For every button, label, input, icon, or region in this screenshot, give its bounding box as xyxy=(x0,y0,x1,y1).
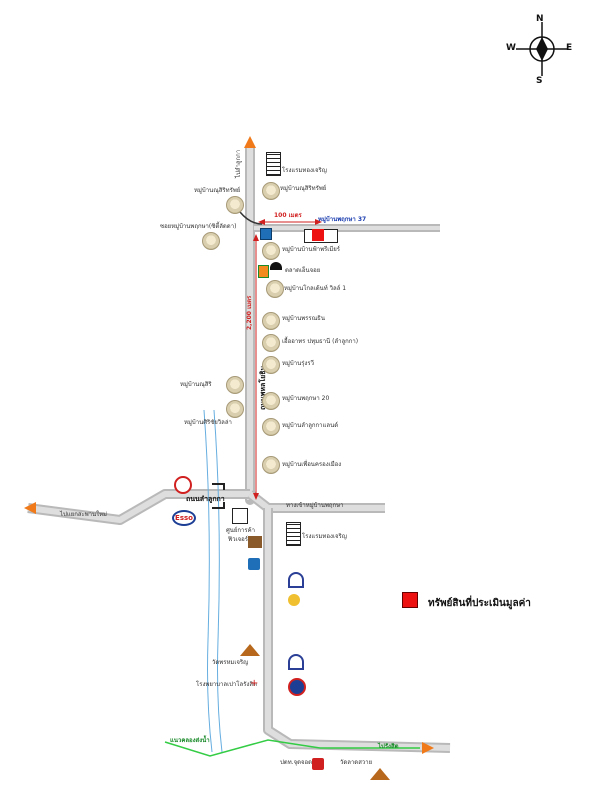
label-village-5: หมู่บ้านพรรณธิน xyxy=(282,315,325,322)
hotel-top-icon xyxy=(266,152,281,176)
krungsri-logo-icon xyxy=(288,594,300,606)
bank-icon xyxy=(248,558,260,570)
hospital-cross-icon: + xyxy=(250,678,259,689)
label-village-9: หมู่บ้านพฤกษา 20 xyxy=(282,395,330,402)
label-gas-station: ปตท.จุดจอด xyxy=(280,759,312,766)
hotel-right-icon xyxy=(286,522,301,546)
label-soi-left: ซอยหมู่บ้านพฤกษา(ซิตี้ลัดดา) xyxy=(160,223,237,230)
property-marker xyxy=(312,229,324,241)
label-side-village: หมู่บ้านพฤกษา 37 xyxy=(318,216,367,223)
bank-icon xyxy=(260,228,272,240)
label-village-6: เอื้ออาทร ปทุมธานี (ลำลูกกา) xyxy=(282,338,359,345)
village-icon xyxy=(202,232,220,250)
label-right-road: ทางเข้าหมู่บ้านพฤกษา xyxy=(286,502,344,509)
ptt-logo-icon xyxy=(174,476,192,494)
label-mall: ศูนย์การค้า xyxy=(226,527,256,534)
mall-icon xyxy=(248,536,262,548)
village-icon xyxy=(262,418,280,436)
building-square-icon xyxy=(232,508,248,524)
label-left-road: ไปแยกสะพานใหม่ xyxy=(60,511,107,518)
label-temple2: วัดลาดสวาย xyxy=(340,759,373,766)
blue-canal xyxy=(203,409,213,753)
ptt-logo-icon xyxy=(288,678,306,696)
label-to-top: ไปลำลูกกา xyxy=(235,149,242,178)
village-icon xyxy=(226,400,244,418)
village-icon xyxy=(262,392,280,410)
village-icon xyxy=(262,242,280,260)
distance-main: 2,200 เมตร xyxy=(246,295,253,330)
village-icon xyxy=(262,334,280,352)
label-village-7: หมู่บ้านรุ่งรวี xyxy=(282,360,314,367)
label-mall2: ฟิวเจอร์ xyxy=(228,536,249,543)
village-icon xyxy=(262,312,280,330)
village-icon xyxy=(262,356,280,374)
label-bottom-left: แนวคลองส่งน้ำ xyxy=(170,737,210,744)
label-bottom-right: ไปรังสิต xyxy=(378,743,399,750)
compass-east: E xyxy=(566,43,573,53)
arrow-north-icon xyxy=(244,136,256,148)
label-market: ตลาดเอ็นจอย xyxy=(285,267,321,274)
distance-side: 100 เมตร xyxy=(274,212,302,219)
legend-swatch xyxy=(402,592,418,608)
label-village-3: หมู่บ้านบ้านฟ้าพรีเมียร์ xyxy=(282,246,341,253)
compass-south: S xyxy=(536,76,543,86)
arrow-west-icon xyxy=(24,502,36,514)
esso-logo-icon: Esso xyxy=(172,510,196,526)
scb-logo-icon xyxy=(288,572,304,588)
label-village-4: หมู่บ้านโกลเด้นท์ วิลล์ 1 xyxy=(284,285,347,292)
convenience-store-icon xyxy=(258,265,269,278)
label-village-1: หมู่บ้านณุสิริทรัพย์ xyxy=(280,185,327,192)
compass-north: N xyxy=(536,14,544,24)
label-village-12: หมู่บ้านเพื่อนครองเมือง xyxy=(282,461,342,468)
compass-west: W xyxy=(506,43,516,53)
parking-icon xyxy=(312,758,324,770)
market-icon xyxy=(270,262,282,270)
village-icon xyxy=(226,376,244,394)
legend-label: ทรัพย์สินที่ประเมินมูลค่า xyxy=(428,598,531,609)
label-temple: วัดพรหมเจริญ xyxy=(212,659,249,666)
village-icon xyxy=(262,456,280,474)
compass-rose-icon xyxy=(516,22,568,76)
village-icon xyxy=(262,182,280,200)
arrow-east-icon xyxy=(422,742,434,754)
label-village-10: หมู่บ้านศิริชัยวิลล่า xyxy=(184,419,232,426)
label-village-2: หมู่บ้านณุสิริทรัพย์ xyxy=(194,187,241,194)
label-hospital: โรงพยาบาลเปาโลรังสิต xyxy=(196,681,257,688)
village-icon xyxy=(266,280,284,298)
label-village-8: หมู่บ้านณุสิริ xyxy=(180,381,212,388)
green-canal xyxy=(164,739,420,757)
label-hotel-top: โรงแรมทองเจริญ xyxy=(282,167,327,174)
scb-logo-icon xyxy=(288,654,304,670)
village-icon xyxy=(226,196,244,214)
compass: N E S W xyxy=(502,14,582,94)
label-village-11: หมู่บ้านลำลูกกาแลนด์ xyxy=(282,422,339,429)
label-hotel-right: โรงแรมทองเจริญ xyxy=(302,533,347,540)
label-junction: ถนนลำลูกกา xyxy=(186,495,225,503)
